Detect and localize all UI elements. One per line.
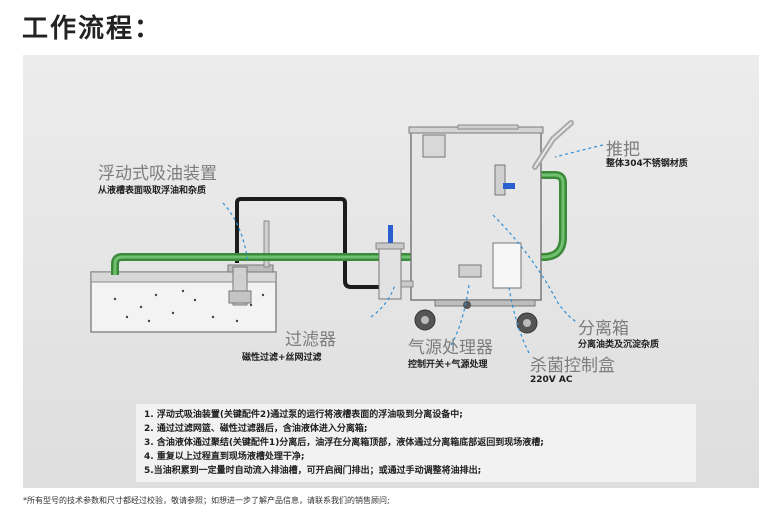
label-separation-tank-desc: 分离油类及沉淀杂质 xyxy=(578,340,660,350)
process-step: 1. 浮动式吸油装置(关键配件2)通过泵的运行将液槽表面的浮油吸到分离设备中; xyxy=(144,410,463,420)
filter-housing xyxy=(375,225,414,300)
label-handle-desc: 整体304不锈钢材质 xyxy=(606,159,688,169)
process-step: 3. 含油液体通过聚结(关键配件1)分离后，油浮在分离箱顶部，液体通过分离箱底部… xyxy=(144,438,544,448)
label-air-source-desc: 控制开关+气源处理 xyxy=(408,360,488,370)
leader-lines xyxy=(222,144,604,354)
wheels xyxy=(414,301,538,334)
black-hose xyxy=(235,197,379,289)
separation-machine xyxy=(408,124,544,307)
label-sterilizer-desc: 220V AC xyxy=(530,375,573,385)
label-air-source-title: 气源处理器 xyxy=(408,338,493,358)
process-step: 5.当油积累到一定量时自动流入排油槽，可开启阀门排出；或通过手动调整将油排出; xyxy=(144,466,482,476)
page-title: 工作流程： xyxy=(22,14,163,44)
footnote: *所有型号的技术参数和尺寸都经过校验，敬请参照；如想进一步了解产品信息，请联系我… xyxy=(23,496,390,505)
process-step: 2. 通过过滤网篮、磁性过滤器后，含油液体进入分离箱; xyxy=(144,424,368,434)
label-sterilizer-title: 杀菌控制盒 xyxy=(530,356,615,376)
label-handle-title: 推把 xyxy=(606,140,640,160)
label-filter-title: 过滤器 xyxy=(285,330,336,350)
process-step: 4. 重复以上过程直到现场液槽处理干净; xyxy=(144,452,305,462)
workflow-diagram: 浮动式吸油装置 从液槽表面吸取浮油和杂质 推把 整体304不锈钢材质 过滤器 磁… xyxy=(23,55,759,488)
label-filter-desc: 磁性过滤+丝网过滤 xyxy=(242,353,322,363)
process-steps: 1. 浮动式吸油装置(关键配件2)通过泵的运行将液槽表面的浮油吸到分离设备中; … xyxy=(136,404,696,482)
label-float-device-desc: 从液槽表面吸取浮油和杂质 xyxy=(98,186,207,196)
label-separation-tank-title: 分离箱 xyxy=(578,319,629,339)
label-float-device-title: 浮动式吸油装置 xyxy=(98,164,217,184)
float-skimmer xyxy=(227,220,274,306)
machine-illustration xyxy=(90,120,604,354)
